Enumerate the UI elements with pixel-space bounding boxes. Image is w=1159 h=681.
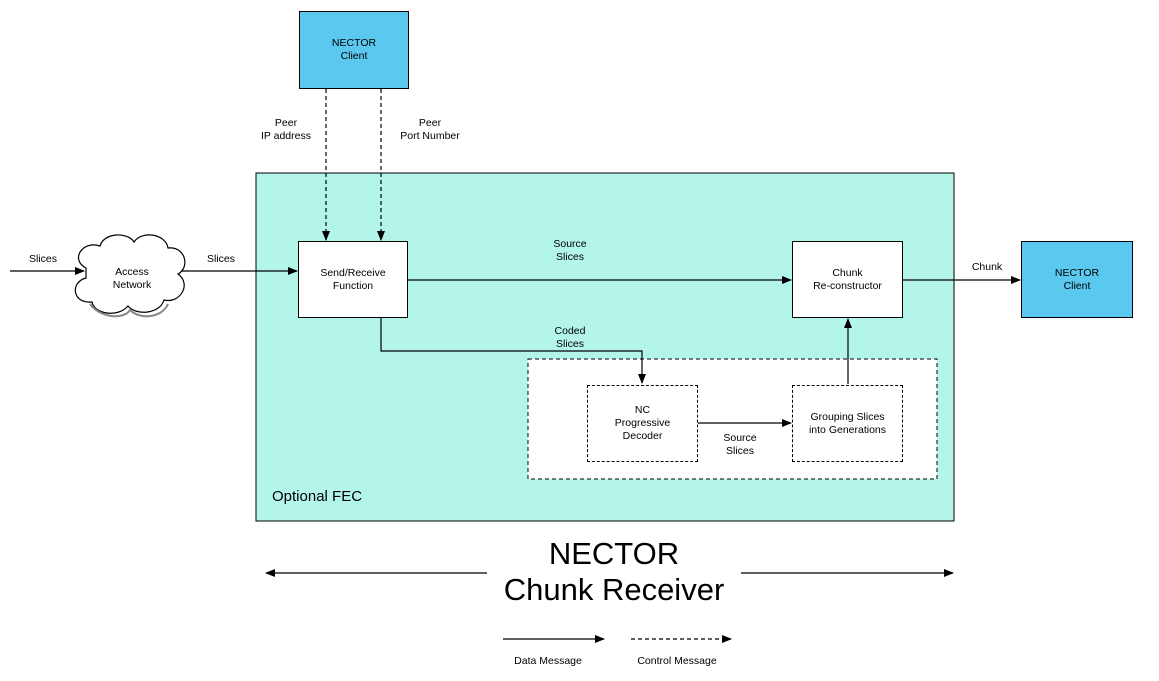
access-network-line2: Network [112,279,152,291]
send-receive-line1: Send/Receive [320,266,386,279]
diagram-title: NECTOR Chunk Receiver [464,536,764,608]
access-network-label: Access Network [97,266,167,292]
peer-port-label: Peer Port Number [380,117,480,143]
chunk-recon-line2: Re-constructor [813,279,882,292]
source-slices-bottom-line1: Source [723,432,757,444]
coded-slices-label: Coded Slices [535,325,605,351]
nector-client-top: NECTOR Client [299,11,409,89]
nc-decoder-line2: Progressive [614,417,671,429]
source-slices-top-line1: Source [553,238,587,250]
diagram-title-line2: Chunk Receiver [503,572,725,607]
coded-slices-arrow [380,318,646,384]
grouping-slices-box: Grouping Slices into Generations [792,385,903,462]
source-slices-top-label: Source Slices [535,238,605,264]
source-slices-top-line2: Slices [555,251,584,263]
send-receive-function-box: Send/Receive Function [298,241,408,318]
send-receive-line2: Function [332,279,374,292]
peer-ip-line1: Peer [274,117,298,129]
optional-fec-label: Optional FEC [272,488,363,505]
coded-slices-line2: Slices [555,338,584,350]
nector-client-top-line1: NECTOR [331,37,377,49]
peer-ip-label: Peer IP address [236,117,336,143]
nector-client-top-line2: Client [340,50,368,62]
chunk-output-label: Chunk [971,261,1003,273]
chunk-reconstructor-box: Chunk Re-constructor [792,241,903,318]
nc-decoder-line1: NC [634,404,651,416]
chunk-recon-line1: Chunk [832,266,863,279]
grouping-line2: into Generations [808,423,887,436]
nector-client-right-line1: NECTOR [1054,266,1100,279]
access-network-cloud [74,234,186,318]
coded-slices-line1: Coded [554,325,586,337]
nc-progressive-decoder-box: NC Progressive Decoder [587,385,698,462]
peer-port-line1: Peer [418,117,442,129]
nector-client-right: NECTOR Client [1021,241,1133,318]
slices-cloud-output-label: Slices [206,253,235,265]
slices-input-label: Slices [28,253,57,265]
grouping-line1: Grouping Slices [810,410,885,423]
diagram-title-line1: NECTOR [548,536,680,571]
legend-data-label: Data Message [514,655,582,667]
nector-client-right-line2: Client [1063,279,1091,292]
peer-ip-line2: IP address [260,130,311,142]
source-slices-bottom-line2: Slices [725,445,754,457]
source-slices-bottom-label: Source Slices [705,432,775,458]
access-network-line1: Access [115,266,149,278]
nc-decoder-line3: Decoder [622,430,663,442]
peer-port-line2: Port Number [400,130,460,142]
legend-control-label: Control Message [637,655,717,667]
